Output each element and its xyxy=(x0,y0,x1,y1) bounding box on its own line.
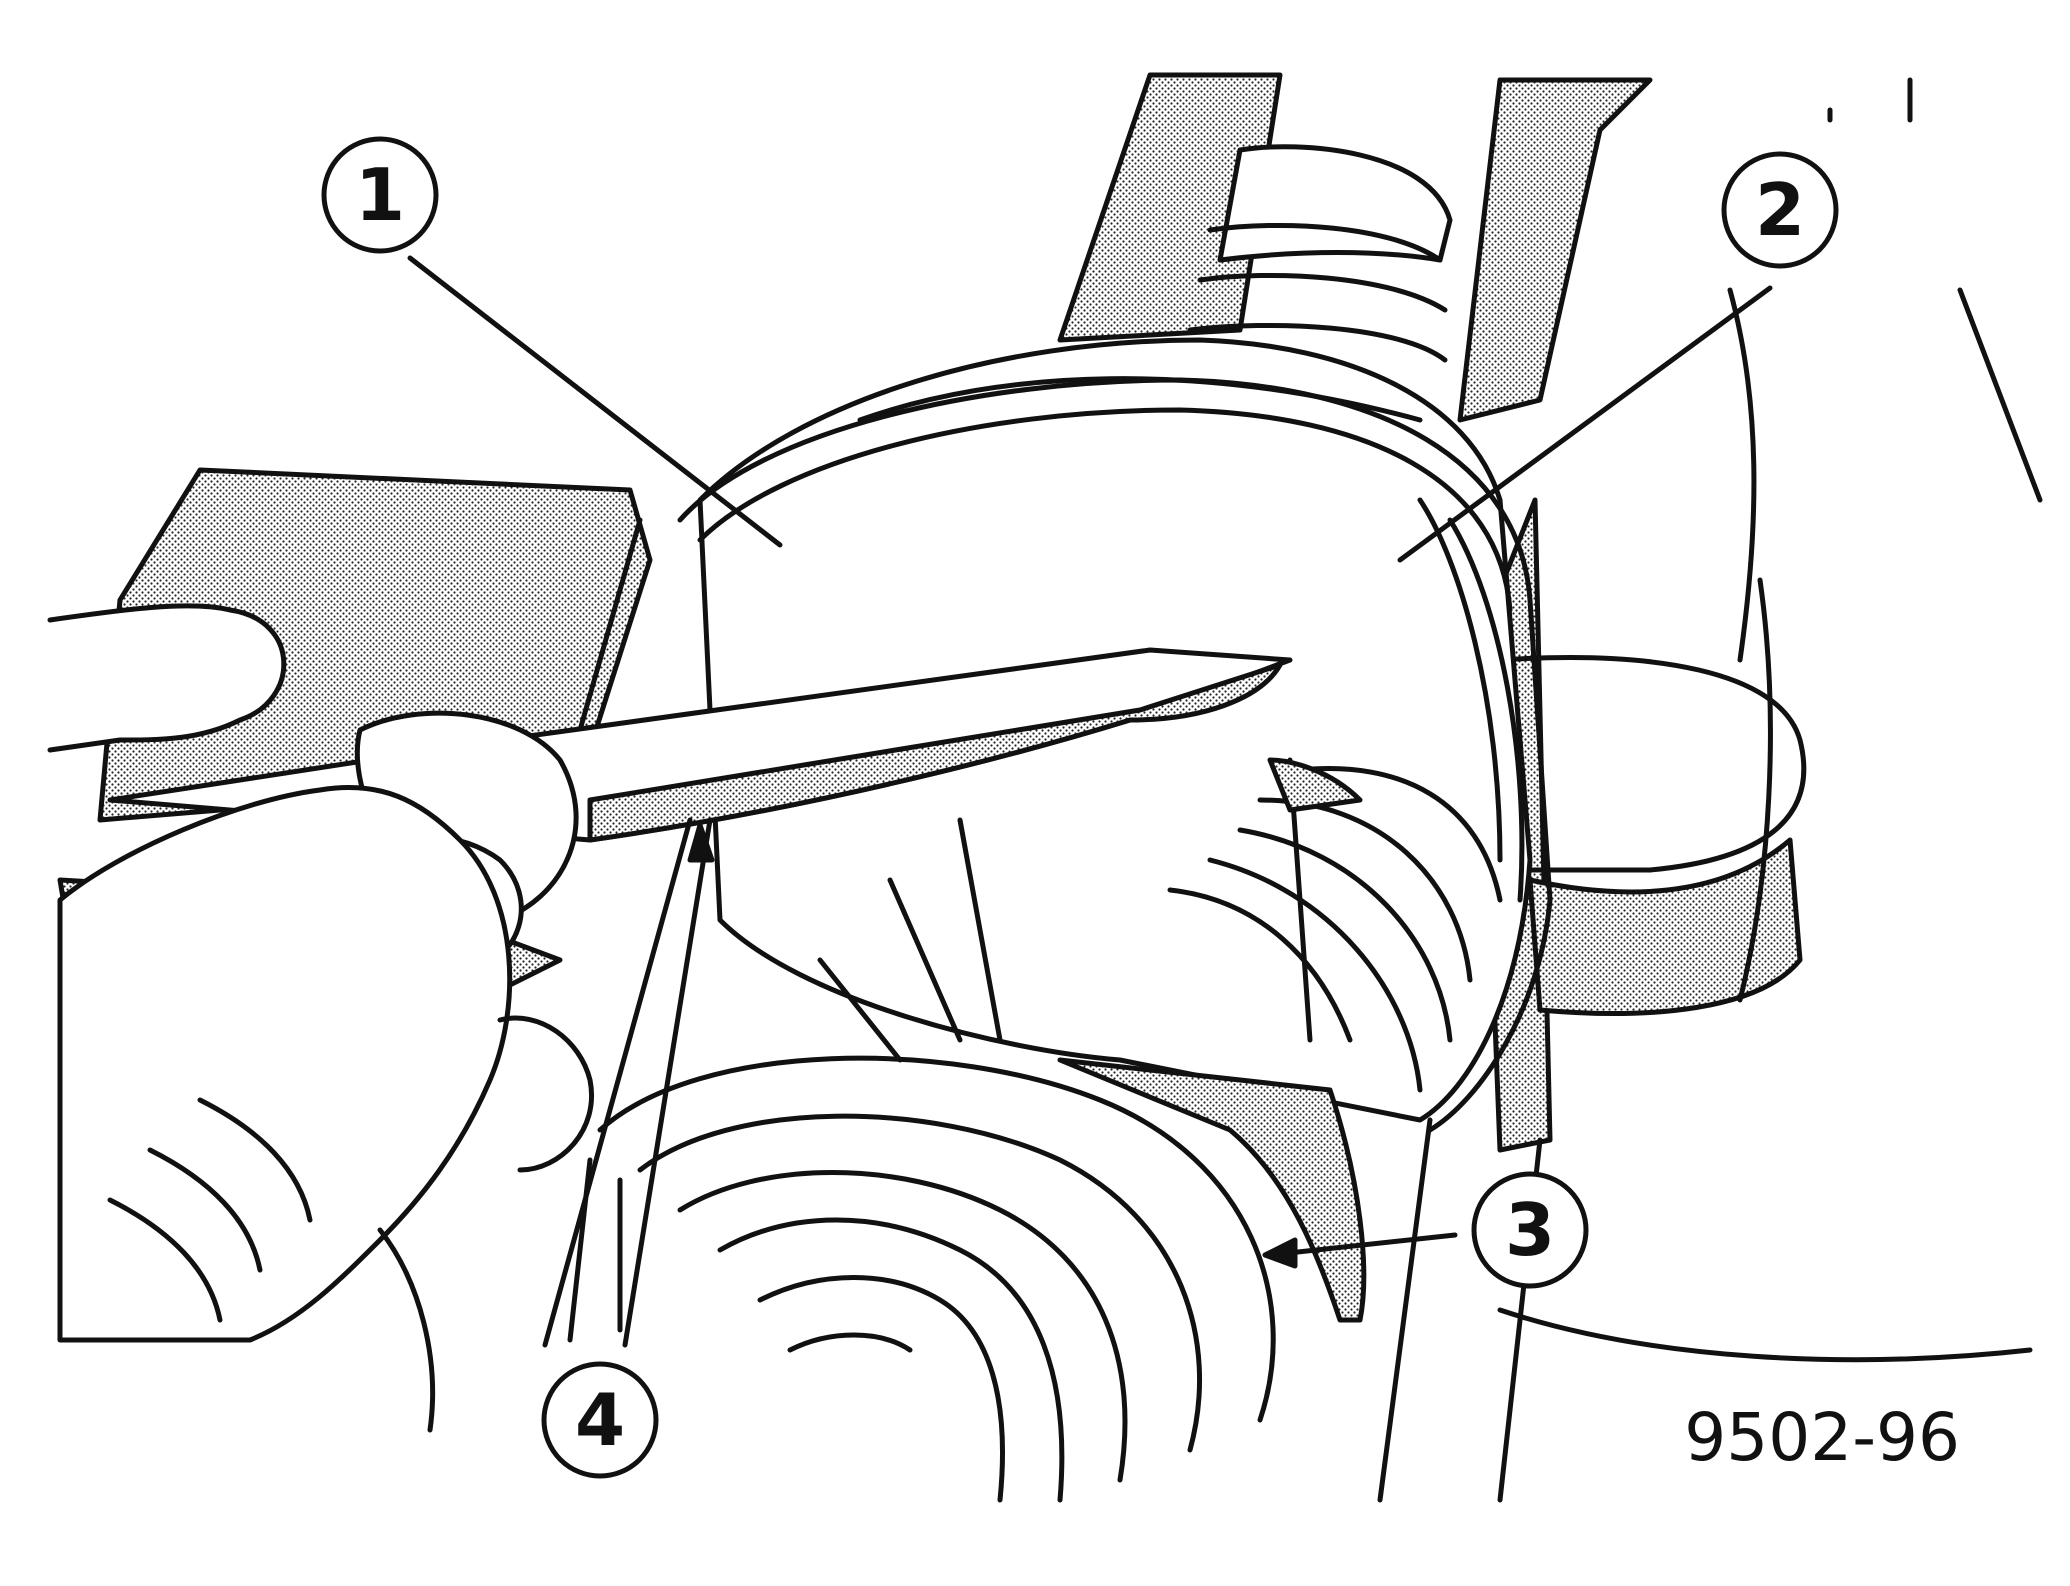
hand xyxy=(47,603,594,1433)
callout-2: 2 xyxy=(1721,151,1839,269)
figure-code: 9502-96 xyxy=(1684,1399,1960,1476)
right-tray xyxy=(1497,77,2043,1363)
callout-1-label: 1 xyxy=(355,153,405,237)
leader-lines xyxy=(407,255,1773,1348)
callout-4: 4 xyxy=(541,1361,659,1479)
carrier-body xyxy=(697,337,1533,1123)
callout-2-label: 2 xyxy=(1755,168,1805,252)
callout-3: 3 xyxy=(1471,1171,1589,1289)
callout-3-label: 3 xyxy=(1505,1188,1555,1272)
upper-shaft xyxy=(1187,144,1453,363)
callout-1: 1 xyxy=(321,136,439,254)
callout-4-label: 4 xyxy=(575,1378,625,1462)
lower-gear xyxy=(567,1055,1367,1503)
snap-ring xyxy=(677,377,1553,1133)
